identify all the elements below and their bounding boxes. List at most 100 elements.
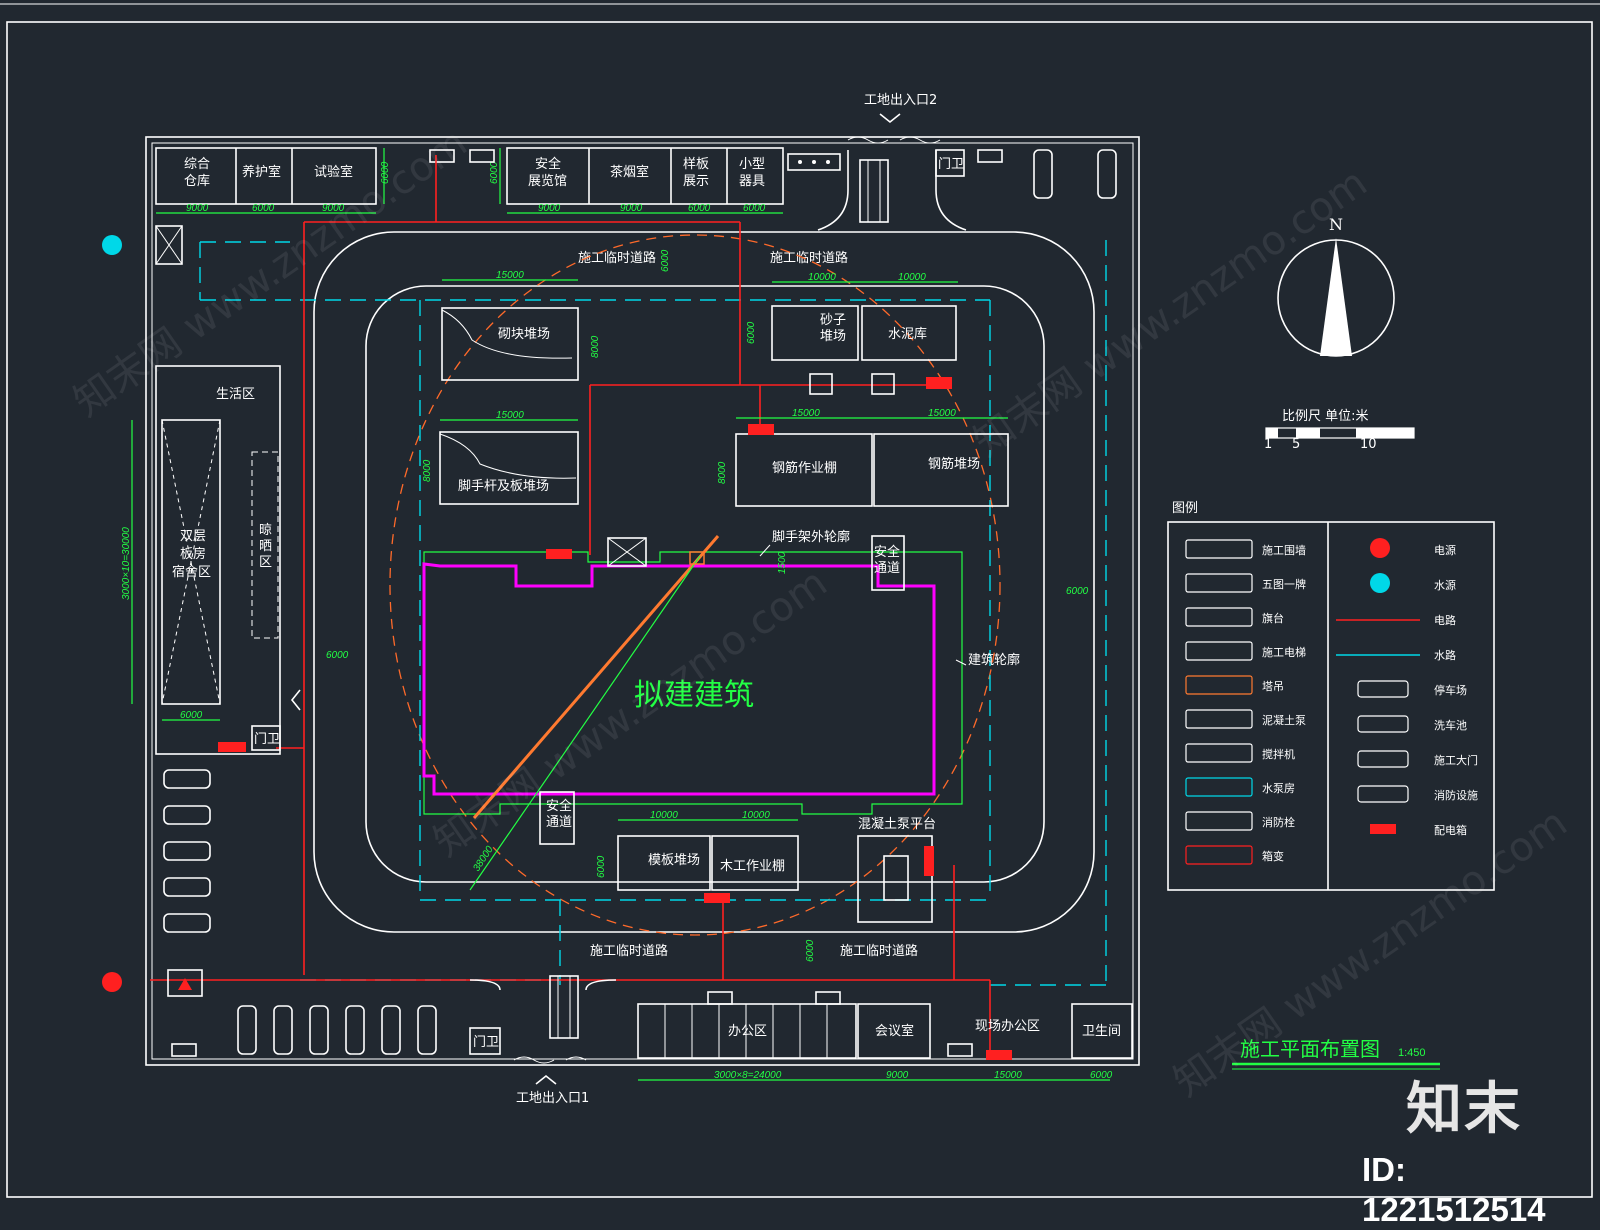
dim-scaffold-depth: 8000 [422,459,433,482]
room-lab: 试验室 [314,164,353,180]
dim-office-run: 3000×8=24000 [714,1070,782,1081]
safety-top-l1: 安全 [874,544,900,560]
living-area: 生活区 双层 板房 宿舍区 晾 晒 区 3000×10=30000 6000 门… [121,365,301,755]
legend-left-label: 消防栓 [1262,815,1295,829]
dim-site-office: 15000 [994,1070,1022,1081]
legend-right-label: 停车场 [1434,683,1467,697]
dim-depth-mid: 6000 [489,161,500,184]
legend-wash-icon [1357,715,1409,733]
dim-safety: 9000 [538,203,561,214]
legend-left-label: 塔吊 [1262,680,1284,693]
legend-left-label: 施工围墙 [1262,543,1306,557]
brand-logo-text: 知末 [1406,1077,1522,1142]
bottom-row: 门卫 工地出入口1 办公区 会议室 现场办公区 卫生间 3000×8=24000… [171,975,1133,1106]
site-wall [145,136,1140,1066]
legend-pump-icon [1185,709,1253,729]
room-safety-l1: 安全 [535,156,561,172]
dim-sand-depth: 6000 [746,321,757,344]
meeting-label: 会议室 [875,1023,914,1039]
dim-formwork-depth: 6000 [596,855,607,878]
dim-rebar-depth: 8000 [717,461,728,484]
road-label-top: 施工临时道路 [578,250,656,266]
safety-top-l2: 通道 [874,561,900,576]
legend-elevator-icon [1185,641,1253,661]
building-label: 拟建建筑 [634,678,754,713]
dorm-l3: 宿舍区 [172,564,211,580]
dim-formwork: 10000 [650,810,678,821]
mixer-icon [809,373,895,395]
legend-board-icon [1185,573,1253,593]
dim-meeting: 9000 [886,1070,909,1081]
legend-crane-icon [1185,675,1253,695]
construction-elevator-icon [607,537,647,567]
drying-l3: 区 [259,555,272,570]
scale-label: 比例尺 单位:米 [1282,409,1369,424]
dorm-width-dim: 6000 [180,710,203,721]
tower-crane: 38000 [469,535,720,891]
electric-lines [150,155,991,1050]
road-width-right: 6000 [1066,586,1089,597]
guard-top: 门卫 [938,157,964,172]
legend-fire-icon [1357,785,1409,803]
legend-right-label: 水路 [1434,649,1456,662]
legend-left-label: 旗台 [1262,611,1284,625]
dim-sand: 10000 [808,272,836,283]
road-label-bottom: 施工临时道路 [590,943,668,959]
dim-depth-left: 6000 [380,161,391,184]
sand-yard-l2: 堆场 [820,329,846,344]
dim-brick-depth: 8000 [590,335,601,358]
legend-flag-icon [1185,607,1253,627]
dim-brick: 15000 [496,270,524,281]
guard-left: 门卫 [254,732,280,747]
dim-curing: 6000 [252,203,275,214]
rebar-yard-label: 钢筋堆场 [928,456,980,472]
entrance-bottom-label: 工地出入口1 [516,1091,589,1106]
legend-hydrant-icon [1185,811,1253,831]
dim-tools: 6000 [743,203,766,214]
legend-right-label: 施工大门 [1434,753,1478,767]
dorm-dim: 3000×10=30000 [121,527,132,600]
legend-gate-icon [1357,750,1409,768]
dim-warehouse: 9000 [186,203,209,214]
legend-right-label: 水源 [1434,578,1456,592]
road-width-left: 6000 [326,650,349,661]
water-source-icon [102,225,183,265]
sand-yard-l1: 砂子 [820,313,846,328]
legend-left-label: 五图一牌 [1262,577,1306,591]
north-arrow: N [1277,215,1395,357]
scale-bar: 比例尺 单位:米 1 5 10 [1264,409,1415,452]
ring-road: 施工临时道路 施工临时道路 施工临时道路 施工临时道路 6000 6000 60… [313,231,1095,962]
title-scale: 1:450 [1398,1047,1426,1059]
dim-scaffold-yard: 15000 [496,410,524,421]
pump-platform-label: 混凝土泵平台 [858,816,936,832]
guard-bottom: 门卫 [473,1035,499,1050]
room-tools-l2: 器具 [739,174,765,189]
room-tea: 茶烟室 [610,164,649,180]
legend-parking-icon [1357,680,1409,698]
legend-right-label: 电源 [1434,543,1456,557]
scale-tick-5: 5 [1292,437,1300,452]
building: 拟建建筑 安全 通道 安全 通道 脚手架外轮廓 1500 建筑轮廓 [422,529,1020,845]
wood-shed-label: 木工作业棚 [720,859,785,874]
dim-lab: 9000 [322,203,345,214]
dim-cement: 10000 [898,272,926,283]
drawing-frame [6,21,1593,1198]
building-outline-label: 建筑轮廓 [968,652,1020,668]
yards: 砌块堆场 15000 8000 脚手杆及板堆场 15000 8000 砂子 堆场… [422,270,1009,923]
legend-wall-icon [1185,539,1253,559]
room-safety-l2: 展览馆 [528,173,567,189]
rooms-top-mid: 安全 展览馆 茶烟室 样板 展示 小型 器具 9000 9000 6000 60… [489,147,841,214]
legend-right-label: 配电箱 [1434,823,1467,837]
legend-mixer-icon [1185,743,1253,763]
legend-left-label: 水泵房 [1262,782,1295,795]
north-label: N [1329,215,1343,234]
road-label-bottom2: 施工临时道路 [840,943,918,959]
legend-right-label: 消防设施 [1434,788,1478,802]
legend-right-label: 洗车池 [1434,718,1467,732]
room-curing: 养护室 [242,164,281,180]
safety-bottom-l2: 通道 [546,815,572,830]
